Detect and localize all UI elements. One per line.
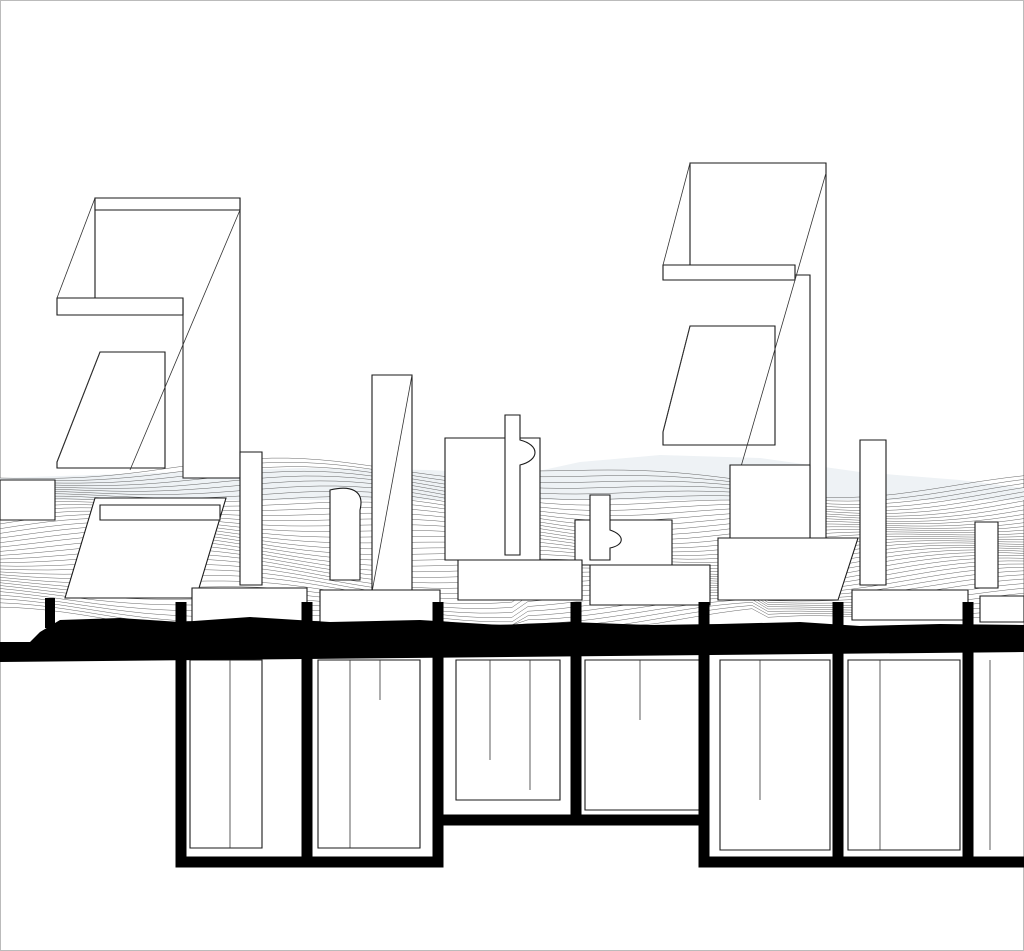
tower-left: [56, 197, 241, 479]
section-cut-walls: [45, 598, 1024, 868]
ground-cut: [0, 617, 1024, 662]
trays: [64, 497, 1024, 626]
underground-interior: [189, 659, 991, 851]
